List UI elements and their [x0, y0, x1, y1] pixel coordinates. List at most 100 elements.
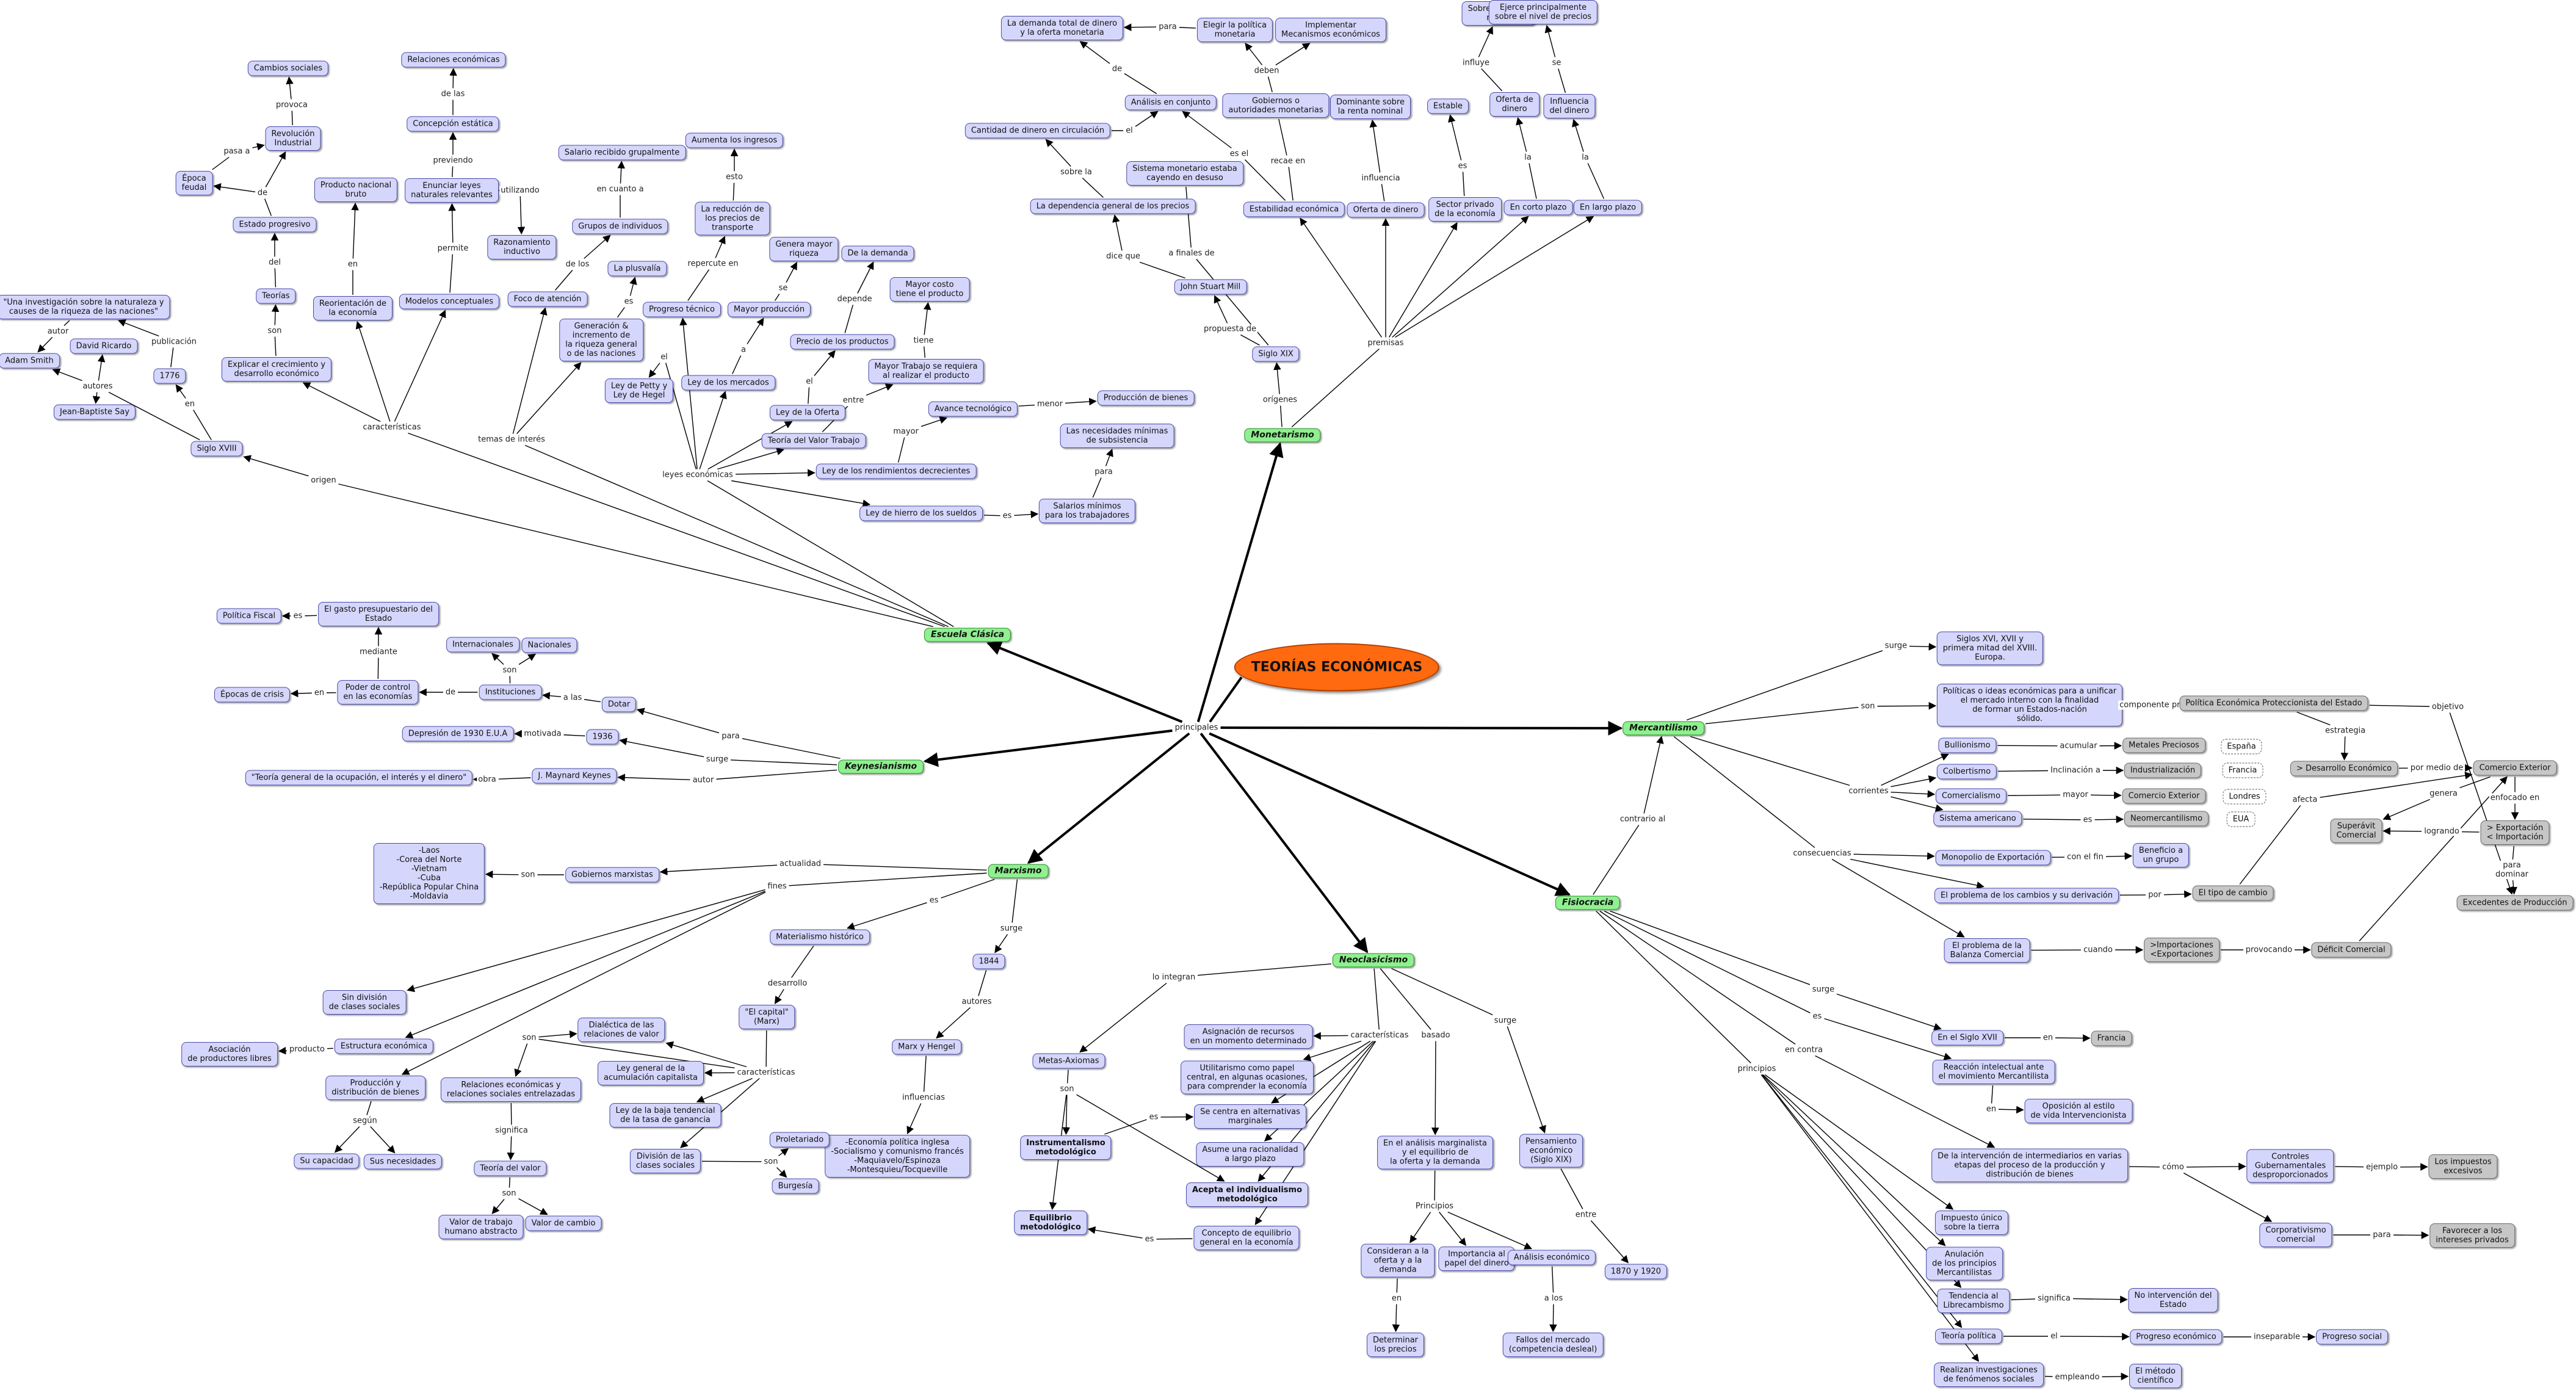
concept-node-centra[interactable]: Se centra en alternativas marginales	[1194, 1104, 1306, 1129]
concept-node-domsobre[interactable]: Dominante sobre la renta nominal	[1330, 95, 1411, 119]
concept-node-balanza[interactable]: El problema de la Balanza Comercial	[1944, 938, 2030, 963]
concept-node-anmarg[interactable]: En el análisis marginalista y el equilib…	[1377, 1135, 1493, 1170]
concept-node-divclase[interactable]: División de las clases sociales	[629, 1149, 701, 1173]
concept-node-grupind[interactable]: Grupos de individuos	[572, 219, 668, 234]
concept-node-sisam[interactable]: Sistema americano	[1933, 811, 2022, 827]
concept-node-depgen[interactable]: La dependencia general de los precios	[1030, 198, 1196, 214]
concept-node-sxviii[interactable]: Siglo XVIII	[190, 441, 243, 457]
concept-node-indmet[interactable]: Acepta el individualismo metodológico	[1185, 1182, 1309, 1207]
concept-node-ofdin[interactable]: Oferta de dinero	[1347, 202, 1425, 218]
concept-node-pnb[interactable]: Producto nacional bruto	[314, 178, 398, 202]
concept-node-impexc[interactable]: Los impuestos excesivos	[2428, 1154, 2498, 1179]
concept-node-excprod[interactable]: Excedentes de Producción	[2456, 895, 2574, 911]
concept-node-enunc[interactable]: Enunciar leyes naturales relevantes	[405, 178, 499, 203]
concept-node-mathist[interactable]: Materialismo histórico	[770, 929, 870, 945]
root-node-root[interactable]: TEORÍAS ECONÓMICAS	[1234, 643, 1440, 692]
concept-node-mtrab[interactable]: Mayor Trabajo se requiera al realizar el…	[868, 359, 984, 383]
theory-node-neo[interactable]: Neoclasicismo	[1332, 953, 1415, 968]
concept-node-impdin[interactable]: Importancia al papel del dinero	[1438, 1247, 1515, 1271]
concept-node-corpcom[interactable]: Corporativismo comercial	[2259, 1223, 2332, 1247]
concept-node-tasaganan[interactable]: Ley de la baja tendencial de la tasa de …	[609, 1103, 722, 1128]
concept-node-oposicion[interactable]: Oposición al estilo de vida Intervencion…	[2024, 1099, 2133, 1123]
concept-node-relec[interactable]: Relaciones económicas	[401, 52, 506, 68]
concept-node-estprog[interactable]: Estado progresivo	[233, 217, 317, 233]
concept-node-progec[interactable]: Progreso económico	[2130, 1329, 2223, 1345]
concept-node-foco[interactable]: Foco de atención	[507, 291, 588, 307]
concept-node-cortoplazo[interactable]: En corto plazo	[1503, 200, 1573, 215]
concept-node-pluval[interactable]: La plusvalía	[607, 261, 667, 277]
concept-node-teorias[interactable]: Teorías	[256, 288, 296, 304]
concept-node-deficit[interactable]: Déficit Comercial	[2311, 942, 2392, 958]
concept-node-sindiv[interactable]: Sin división de clases sociales	[322, 990, 407, 1015]
concept-node-metpre[interactable]: Metales Preciosos	[2122, 737, 2205, 753]
concept-node-progtec[interactable]: Progreso técnico	[643, 302, 721, 317]
concept-node-metax[interactable]: Metas-Axiomas	[1032, 1053, 1105, 1069]
concept-node-anec[interactable]: Análisis económico	[1507, 1250, 1596, 1265]
concept-node-sucap[interactable]: Su capacidad	[294, 1153, 360, 1169]
concept-node-nacion[interactable]: Nacionales	[521, 637, 577, 653]
concept-node-sxix[interactable]: Siglo XIX	[1252, 346, 1300, 362]
concept-node-estable[interactable]: Estable	[1427, 98, 1469, 114]
concept-node-jsmill[interactable]: John Stuart Mill	[1174, 279, 1247, 295]
concept-node-proletar[interactable]: Proletariado	[769, 1132, 830, 1148]
concept-node-londres[interactable]: Londres	[2223, 789, 2267, 805]
concept-node-mcosto[interactable]: Mayor costo tiene el producto	[889, 277, 970, 302]
concept-node-teoval[interactable]: Teoría del valor	[474, 1160, 547, 1176]
theory-node-fis[interactable]: Fisiocracia	[1555, 896, 1621, 910]
concept-node-neomerc[interactable]: Neomercantilismo	[2124, 811, 2209, 827]
concept-node-politicas[interactable]: Políticas o ideas económicas para a unif…	[1936, 684, 2123, 726]
concept-node-susnec[interactable]: Sus necesidades	[363, 1154, 443, 1170]
concept-node-francia2[interactable]: Francia	[2091, 1030, 2132, 1046]
concept-node-elcapital[interactable]: "El capital" (Marx)	[739, 1005, 795, 1029]
concept-node-precioprod[interactable]: Precio de los productos	[790, 334, 895, 350]
concept-node-prodbien[interactable]: Producción de bienes	[1097, 390, 1195, 406]
concept-node-nointerv[interactable]: No intervención del Estado	[2128, 1288, 2218, 1312]
concept-node-progsoc[interactable]: Progreso social	[2316, 1329, 2388, 1345]
concept-node-avtec[interactable]: Avance tecnológico	[928, 401, 1018, 417]
concept-node-generacion[interactable]: Generación & incremento de la riqueza ge…	[559, 319, 643, 361]
concept-node-dialect[interactable]: Dialéctica de las relaciones de valor	[577, 1018, 665, 1042]
concept-node-burgues[interactable]: Burgesía	[772, 1178, 819, 1194]
concept-node-espana[interactable]: España	[2221, 739, 2262, 755]
concept-node-relecsoc[interactable]: Relaciones económicas y relaciones socia…	[440, 1077, 582, 1102]
concept-node-tendencia[interactable]: Tendencia al Librecambismo	[1937, 1289, 2010, 1313]
concept-node-monexp[interactable]: Monopolio de Exportación	[1935, 850, 2051, 866]
concept-node-consider[interactable]: Consideran a la oferta y a la demanda	[1361, 1243, 1435, 1278]
concept-node-fallos[interactable]: Fallos del mercado (competencia desleal)	[1502, 1333, 1604, 1357]
concept-node-eua[interactable]: EUA	[2226, 811, 2256, 827]
concept-node-ofdin2[interactable]: Oferta de dinero	[1489, 92, 1539, 117]
concept-node-explicar[interactable]: Explicar el crecimiento y desarrollo eco…	[221, 357, 332, 382]
concept-node-instmet[interactable]: Instrumentalismo metodológico	[1020, 1135, 1112, 1160]
concept-node-salmin[interactable]: Salarios mínimos para los trabajadores	[1038, 499, 1136, 523]
theory-node-mon[interactable]: Monetarismo	[1244, 428, 1321, 443]
concept-node-modcon[interactable]: Modelos conceptuales	[399, 294, 500, 309]
concept-node-teogen[interactable]: "Teoría general de la ocupación, el inte…	[245, 770, 473, 786]
concept-node-elegir[interactable]: Elegir la política monetaria	[1196, 18, 1273, 42]
concept-node-utilit[interactable]: Utilitarismo como papel central, en algu…	[1181, 1060, 1314, 1095]
concept-node-bullion[interactable]: Bullionismo	[1938, 737, 1997, 753]
concept-node-sectpriv[interactable]: Sector privado de la economía	[1428, 197, 1502, 222]
concept-node-sxvi[interactable]: Siglos XVI, XVII y primera mitad del XVI…	[1936, 631, 2044, 665]
concept-node-sismon[interactable]: Sistema monetario estaba cayendo en desu…	[1126, 161, 1243, 186]
concept-node-internac[interactable]: Internacionales	[446, 637, 519, 653]
concept-node-polfis[interactable]: Política Fiscal	[216, 608, 282, 624]
concept-node-contgub[interactable]: Controles Gubernamentales desproporciona…	[2246, 1149, 2334, 1183]
concept-node-impexp[interactable]: >Importaciones <Exportaciones	[2144, 938, 2220, 962]
concept-node-concest[interactable]: Concepción estática	[407, 116, 499, 132]
theory-node-ec[interactable]: Escuela Clásica	[924, 628, 1011, 642]
concept-node-anconj[interactable]: Análisis en conjunto	[1124, 95, 1217, 110]
concept-node-inv[interactable]: "Una investigación sobre la naturaleza y…	[0, 295, 170, 319]
concept-node-petty[interactable]: Ley de Petty y Ley de Hegel	[604, 378, 674, 403]
concept-node-dotar[interactable]: Dotar	[601, 697, 637, 712]
concept-node-instit[interactable]: Instituciones	[479, 684, 542, 700]
concept-node-reduccion[interactable]: La reducción de los precios de transport…	[695, 201, 770, 236]
concept-node-tipocambio[interactable]: El tipo de cambio	[2192, 885, 2274, 901]
concept-node-oferta[interactable]: Ley de la Oferta	[769, 405, 846, 421]
concept-node-razind[interactable]: Razonamiento inductivo	[487, 235, 557, 259]
concept-node-estrec[interactable]: Estructura económica	[334, 1038, 434, 1054]
concept-node-largoplazo[interactable]: En largo plazo	[1573, 200, 1643, 215]
concept-node-implementar[interactable]: Implementar Mecanismos económicos	[1275, 18, 1386, 42]
concept-node-y1844[interactable]: 1844	[972, 954, 1005, 969]
concept-node-demanda1[interactable]: De la demanda	[841, 245, 914, 261]
concept-node-expimp[interactable]: > Exportación < Importación	[2480, 820, 2550, 845]
